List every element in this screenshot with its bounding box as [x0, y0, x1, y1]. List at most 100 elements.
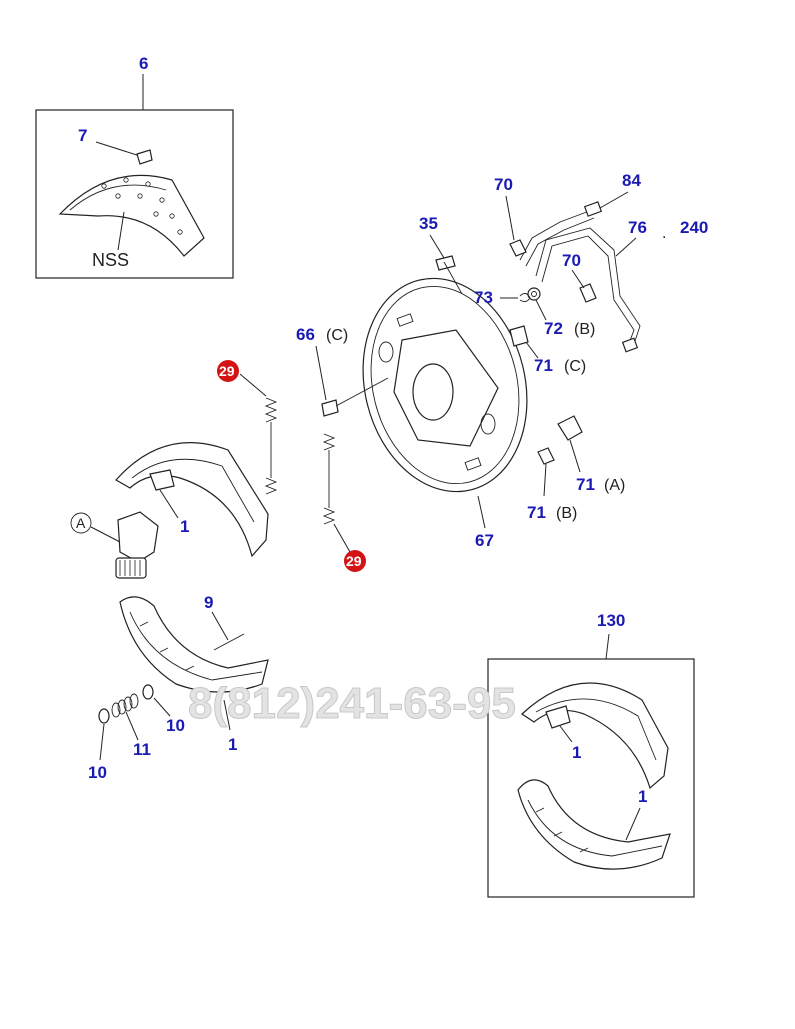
bleeder-71c-part [509, 325, 529, 347]
label-1a: 1 [180, 517, 189, 536]
leader-7 [95, 141, 141, 157]
label-7: 7 [78, 126, 87, 145]
leader-71c [525, 341, 539, 359]
label-72-suffix: (B) [574, 321, 595, 338]
spring-29-upper [264, 397, 278, 495]
kit-shoe-lower-slots [535, 807, 589, 853]
label-70b: 70 [562, 251, 581, 270]
pipe-clip-70a [509, 239, 527, 257]
backing-plate-hub-hole [412, 363, 454, 421]
leader-10a [153, 697, 171, 717]
leader-a [90, 526, 121, 543]
label-9: 9 [204, 593, 213, 612]
label-circle-a: A [76, 515, 86, 531]
leader-71b [543, 463, 547, 497]
pipe-fitting-76-end [621, 337, 639, 353]
label-240: 240 [680, 218, 708, 237]
label-35: 35 [419, 214, 438, 233]
label-71a-suffix: (A) [604, 477, 625, 494]
label-72: 72 [544, 319, 563, 338]
bolt-66-shank [335, 377, 389, 407]
leader-130 [605, 633, 610, 660]
leader-1d [625, 807, 641, 841]
backing-plate-hole-right [480, 413, 496, 435]
adjuster-wheel-teeth [119, 560, 141, 576]
label-70a: 70 [494, 175, 513, 194]
label-1d: 1 [638, 787, 647, 806]
phone-watermark: 8(812)241-63-95 [188, 679, 516, 728]
brake-pipe-76 [535, 227, 641, 345]
label-71b-suffix: (B) [556, 505, 577, 522]
label-66: 66 [296, 325, 315, 344]
leader-71a [569, 439, 581, 473]
brake-shoe-lower-web [129, 611, 263, 681]
washer-10b-part [98, 708, 110, 724]
adjuster-callout-circle [70, 512, 92, 534]
brake-shoe-lower-part [119, 596, 269, 693]
label-130: 130 [597, 611, 625, 630]
spring-11-part [111, 693, 139, 718]
inset-box-6 [35, 109, 234, 279]
label-dot: . [662, 225, 666, 242]
leader-1c [559, 725, 573, 743]
leader-1a [159, 489, 179, 519]
brake-shoe-upper-web [131, 458, 255, 523]
kit-shoe-lower-part [517, 779, 671, 870]
leader-10b [99, 723, 105, 761]
leader-29b [333, 523, 351, 553]
nut-72-hole [531, 291, 537, 297]
leader-72 [535, 299, 547, 321]
leader-70a [505, 195, 515, 241]
label-1b: 1 [228, 735, 237, 754]
label-71a: 71 [576, 475, 595, 494]
leader-nss [117, 211, 125, 251]
label-84: 84 [622, 171, 641, 190]
adjuster-body-part [117, 511, 159, 563]
leader-1b [223, 699, 231, 731]
label-10b: 10 [88, 763, 107, 782]
leader-84 [599, 191, 629, 209]
leader-35 [429, 234, 445, 259]
leader-29a [239, 373, 267, 397]
plug-71b-part [537, 447, 555, 465]
backing-plate-rim [370, 285, 520, 485]
label-71c-suffix: (C) [564, 358, 586, 375]
backing-plate-slot-bottom [464, 457, 482, 471]
adjuster-wheel-part [115, 557, 147, 579]
lining-rivet-holes [101, 177, 183, 235]
washer-10a-part [142, 684, 154, 700]
badge-29b [344, 550, 366, 572]
label-29a: 29 [219, 363, 235, 379]
brake-shoe-upper-tab [149, 469, 175, 491]
label-29b: 29 [346, 553, 362, 569]
rivet-part [136, 149, 153, 165]
leader-9 [211, 611, 229, 641]
brake-pipe-76-inner [541, 235, 635, 347]
label-76: 76 [628, 218, 647, 237]
brake-lining-part [58, 174, 205, 257]
label-11: 11 [133, 740, 151, 759]
label-6: 6 [139, 54, 148, 73]
leader-70b [571, 269, 585, 289]
pipe-fitting-84 [583, 201, 603, 217]
kit-shoe-upper-tab [545, 705, 571, 729]
label-1c: 1 [572, 743, 581, 762]
pipe-clip-70b [579, 283, 597, 303]
leader-66 [315, 345, 327, 401]
spring-29-lower [322, 433, 336, 525]
bolt-35-shank [443, 261, 463, 295]
label-67: 67 [475, 531, 494, 550]
leader-67 [477, 495, 486, 529]
brake-pipe-84-inner [525, 217, 595, 267]
bolt-66-part [321, 399, 339, 417]
label-66-suffix: (C) [326, 327, 348, 344]
inset-box-130 [487, 658, 695, 898]
label-73: 73 [474, 288, 493, 307]
backing-plate-slot-top [396, 313, 414, 327]
bolt-35-part [435, 255, 456, 271]
label-10a: 10 [166, 716, 185, 735]
leader-76 [615, 237, 637, 257]
leader-11 [125, 711, 139, 741]
backing-plate-hole-left [378, 341, 394, 363]
